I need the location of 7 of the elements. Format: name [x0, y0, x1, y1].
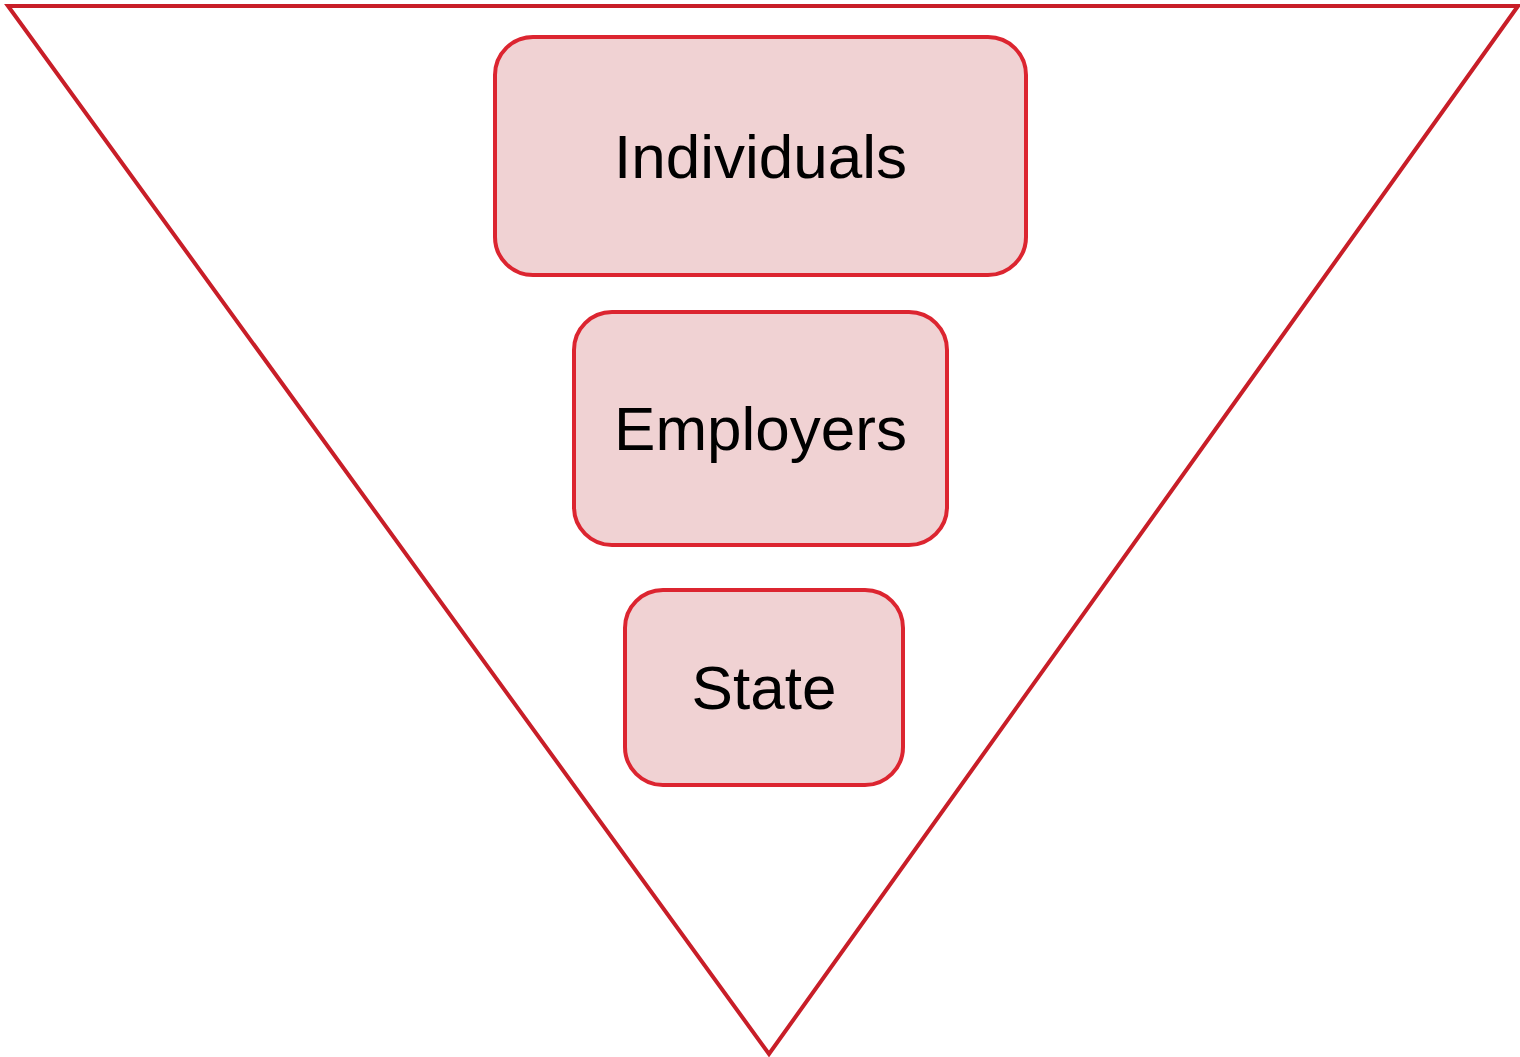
rounded-box: [572, 310, 949, 547]
triangle-outline: [6, 4, 1520, 1056]
box-label: State: [691, 652, 837, 723]
rounded-box: [623, 588, 905, 787]
box-label: Employers: [614, 393, 907, 464]
rounded-box: [493, 35, 1028, 277]
box-label: Individuals: [614, 120, 907, 192]
